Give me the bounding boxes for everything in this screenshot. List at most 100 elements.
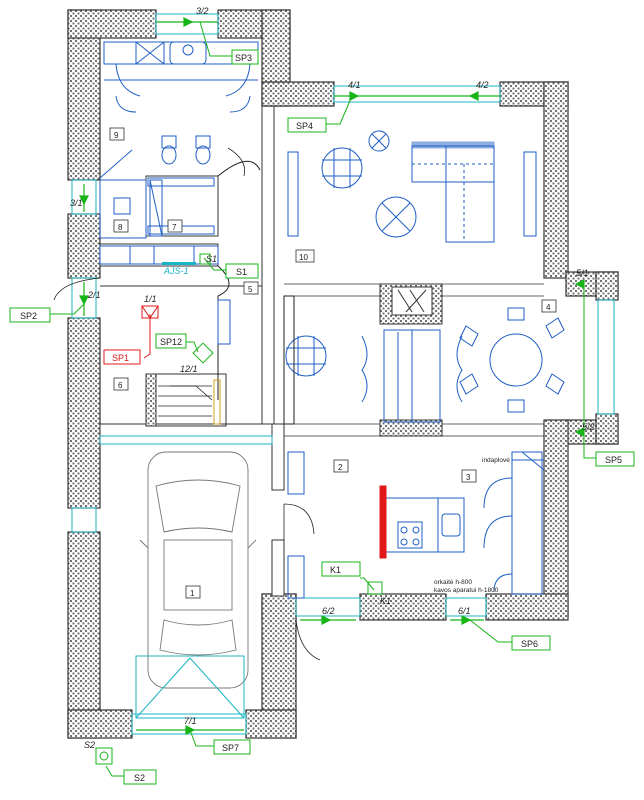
wood-2 [409, 289, 425, 313]
room-box-2 [333, 459, 349, 473]
ajs-bar [162, 262, 196, 265]
tag-boxes [9, 49, 635, 785]
tag-sp12: SP12 [160, 337, 182, 347]
living-furniture [283, 130, 565, 599]
wall-stair-side [145, 373, 157, 427]
sink-basin [182, 44, 194, 56]
counter-diag [521, 451, 545, 471]
doors [53, 147, 321, 661]
window-garage [131, 713, 247, 735]
dim-6-2: 6/2 [322, 606, 335, 616]
stair-arrow [170, 385, 213, 401]
wall-garage-door-top [271, 423, 285, 491]
room-box-10 [295, 249, 315, 263]
leader-sp3 [199, 21, 232, 57]
window-living-top [333, 85, 501, 103]
leader-sp7 [189, 729, 214, 747]
dim-4-2: 4/2 [476, 80, 489, 90]
wall-garage-bottom-left [67, 709, 133, 739]
wood-box [391, 286, 433, 316]
tag-ajs: AJS-1 [163, 266, 189, 276]
room-box-1 [185, 585, 201, 599]
window-bottom-1 [295, 597, 361, 617]
car-body [147, 451, 249, 689]
wall-cabinet-left [287, 151, 299, 237]
door-arc-bath [217, 160, 261, 177]
car-roof [163, 539, 233, 611]
arrow-5-1 [574, 279, 585, 289]
leader-sp4 [326, 95, 353, 125]
room-box-3 [461, 469, 477, 483]
room-box-8 [113, 219, 129, 233]
tag-box-sp2 [9, 307, 51, 323]
note-oven: orkaitė h-800 [434, 579, 472, 586]
wall-right-upper [543, 81, 569, 279]
kitchen-sink-unit [437, 497, 465, 553]
leader-s1 [203, 257, 226, 271]
dim-4-1: 4/1 [348, 80, 361, 90]
burner-4 [412, 538, 420, 546]
chair-3 [545, 373, 565, 395]
room-1: 1 [190, 589, 195, 598]
chairs-left-arcs [361, 335, 368, 403]
garage-door [135, 655, 245, 719]
bath-door-arc-4 [229, 95, 251, 113]
wall-right-lower [543, 419, 569, 617]
leader-lines [50, 21, 596, 777]
hall-cabinet-2 [287, 451, 305, 495]
wall-left-mid [67, 213, 101, 279]
room-2: 2 [338, 463, 343, 472]
bath-door-arc-3 [225, 63, 251, 97]
wall-cabinet-right [523, 151, 537, 237]
arrow-4-2 [468, 91, 479, 101]
room-box-7 [167, 219, 183, 233]
tag-s1-device: S1 [206, 254, 217, 264]
car-rear-window [159, 619, 237, 656]
tag-sp3: SP3 [235, 53, 252, 63]
labels: 3/2 4/1 4/2 3/1 2/1 5/1 5/2 6/2 6/1 7/1 … [20, 6, 622, 783]
kitchen-arc-2 [483, 515, 513, 549]
note-coffee: kavos aparatui h-1800 [434, 587, 499, 594]
leader-s2 [105, 765, 124, 777]
tag-box-sp3 [231, 49, 259, 65]
hall-cabinet-3 [287, 555, 305, 599]
bath-door-arc-2 [115, 95, 137, 113]
devices [95, 253, 383, 765]
device-s2-inner [99, 751, 109, 761]
wall-hall-right [261, 105, 275, 425]
room-9: 9 [114, 131, 119, 140]
arrow-2-1 [79, 295, 89, 306]
wall-bottom-mid [359, 593, 447, 621]
wall-bay-bottom-end [595, 413, 619, 445]
garage-door-diag-2 [189, 657, 245, 719]
wood-3 [405, 289, 427, 313]
tag-k1-device: K1 [380, 596, 391, 606]
chair-5 [459, 373, 479, 395]
door-arc-hall [217, 265, 230, 297]
tag-box-sp12 [155, 333, 187, 349]
tag-box-s2 [123, 769, 157, 785]
room-10: 10 [299, 253, 308, 262]
side-table-top [368, 130, 390, 152]
wall-living-top-left [261, 81, 335, 107]
leader-sp1 [143, 314, 151, 359]
closet-diag [149, 179, 163, 237]
wall-left-lower [67, 317, 101, 509]
tag-sp7: SP7 [222, 743, 239, 753]
wall-bay-top-end [595, 271, 619, 301]
wall-garage-door-bottom [271, 539, 285, 597]
kitchen-backsplash [379, 485, 387, 559]
mirror-left [139, 539, 149, 549]
coffee-table [375, 196, 417, 238]
wall-garage-bottom-right [245, 709, 297, 739]
dim-7-1: 7/1 [184, 716, 197, 726]
dim-3-1: 3/1 [70, 198, 83, 208]
tag-sp5: SP5 [605, 455, 622, 465]
dining-table [489, 333, 543, 387]
leader-sp6 [469, 619, 512, 643]
garage-door-frame [135, 655, 245, 719]
toilet-2-tank [195, 135, 211, 149]
dim-6-1: 6/1 [458, 606, 471, 616]
kitchen-arc-1 [483, 477, 513, 509]
